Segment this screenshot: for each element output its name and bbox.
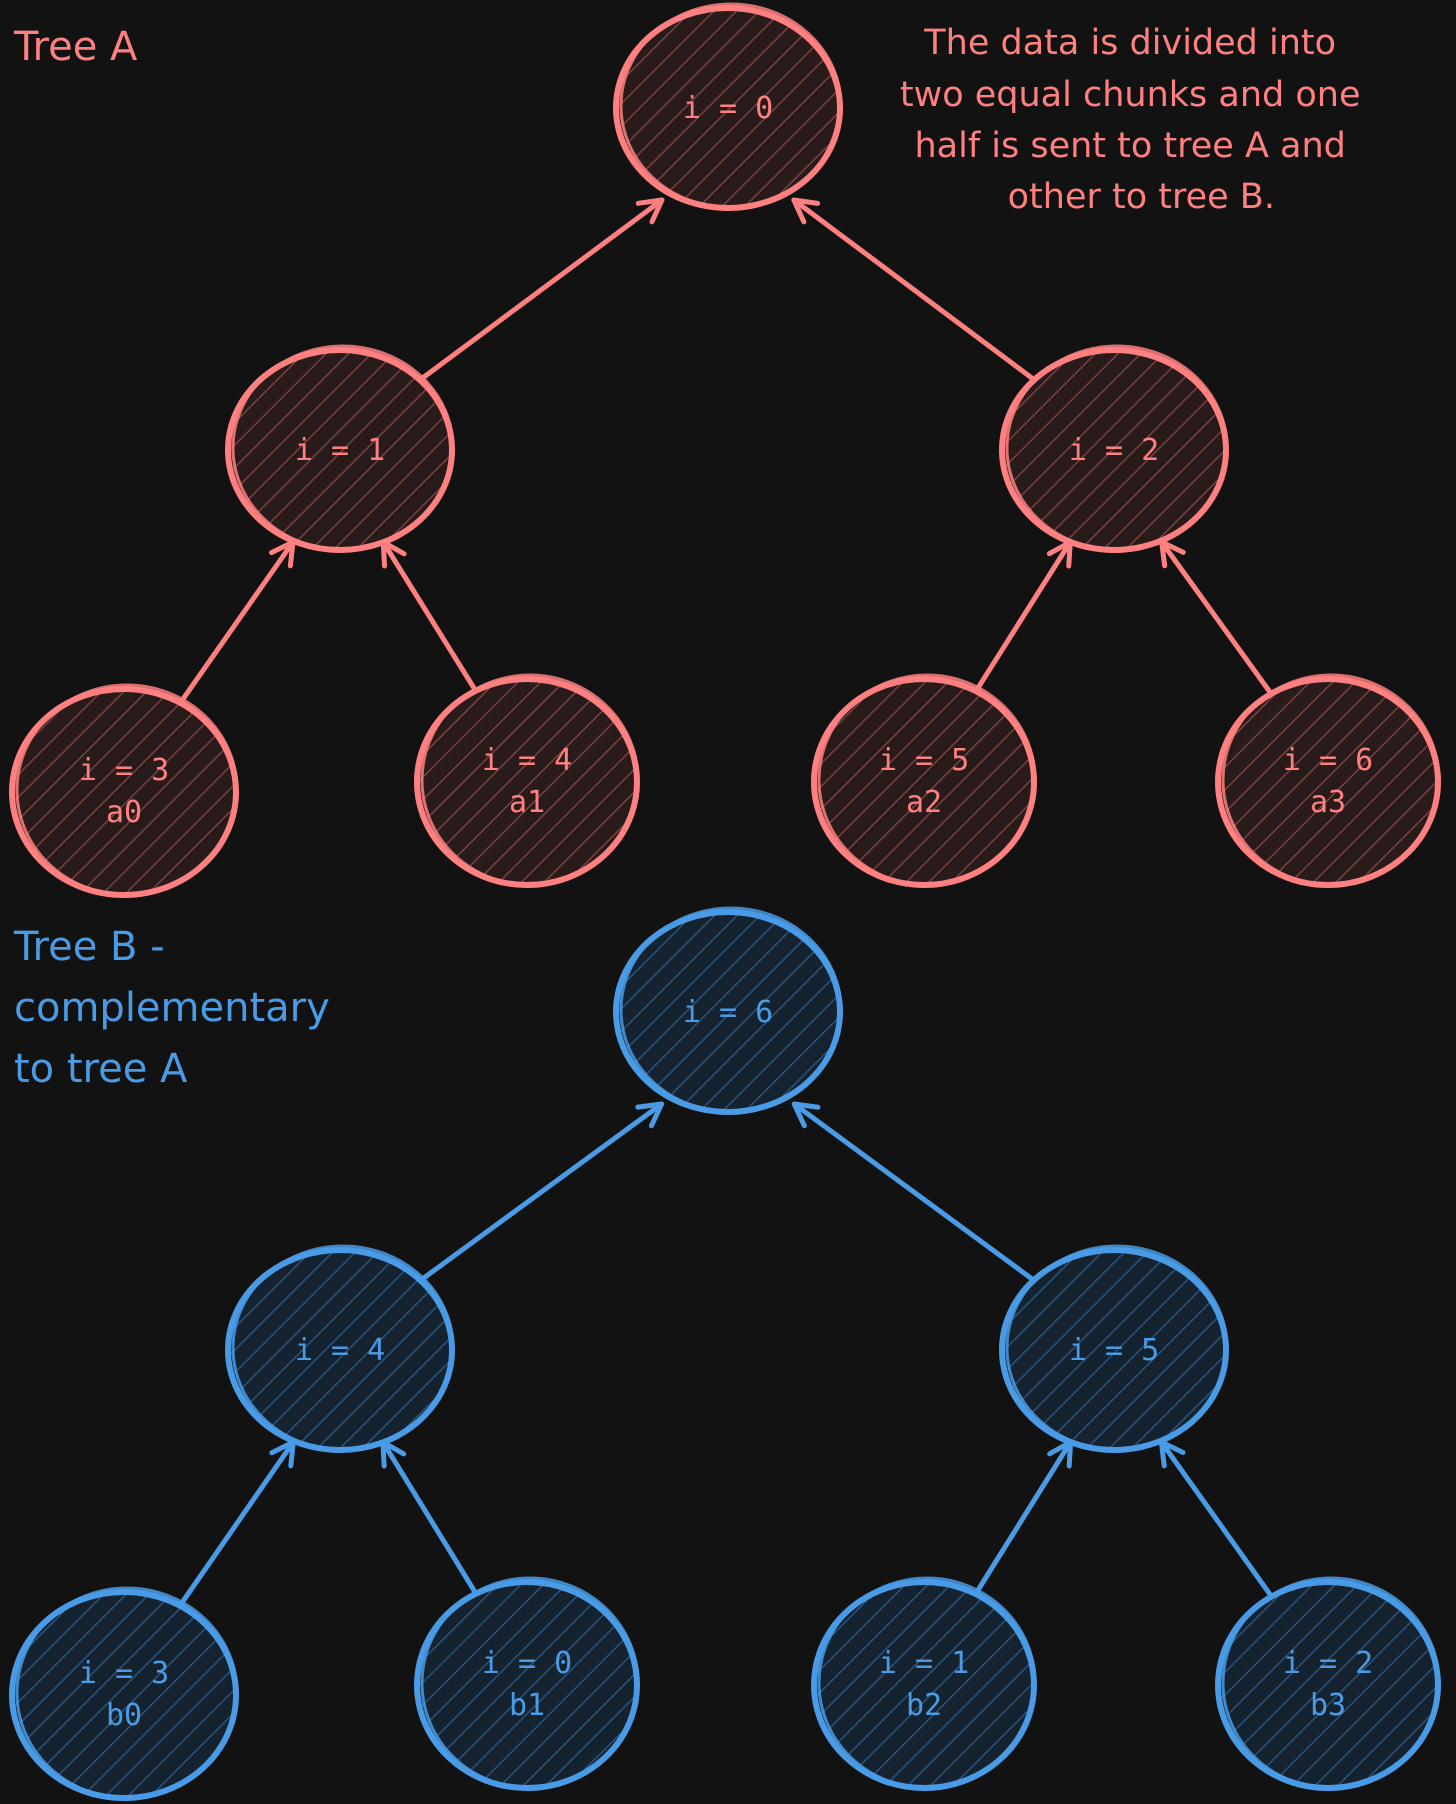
tree-b-node-leaf2-data: b1 bbox=[509, 1688, 545, 1723]
tree-a-title: Tree A bbox=[13, 24, 138, 70]
tree-b-node-leaf2-index: i = 0 bbox=[482, 1646, 572, 1681]
tree-a-node-leaf1: i = 3 a0 bbox=[9, 683, 239, 898]
tree-a-edge-right-to-root bbox=[791, 197, 1041, 385]
tree-b-node-leaf4-index: i = 2 bbox=[1283, 1646, 1373, 1681]
tree-a-note: The data is divided into two equal chunk… bbox=[0, 0, 1416, 217]
tree-b-node-leaf3-data: b2 bbox=[906, 1688, 942, 1723]
tree-b-edges bbox=[177, 1101, 1274, 1609]
tree-a-node-leaf1-index: i = 3 bbox=[79, 753, 169, 788]
tree-b-node-leaf4-data: b3 bbox=[1310, 1688, 1346, 1723]
tree-a-node-right-index: i = 2 bbox=[1069, 433, 1159, 468]
tree-b-node-left: i = 4 bbox=[225, 1244, 455, 1453]
tree-b-node-root: i = 6 bbox=[613, 906, 843, 1115]
tree-a-node-leaf3: i = 5 a2 bbox=[811, 673, 1037, 888]
tree-b-node-leaf4: i = 2 b3 bbox=[1215, 1576, 1441, 1791]
tree-b-node-right: i = 5 bbox=[999, 1244, 1229, 1453]
tree-b-edge-right-to-root bbox=[791, 1101, 1040, 1286]
tree-a-node-leaf2: i = 4 a1 bbox=[414, 673, 640, 888]
tree-b-node-leaf1: i = 3 b0 bbox=[9, 1586, 239, 1801]
tree-b-title-line-2: complementary bbox=[14, 985, 330, 1031]
tree-a-node-leaf4: i = 6 a3 bbox=[1215, 673, 1441, 888]
tree-b-title-line-3: to tree A bbox=[14, 1046, 188, 1092]
tree-b-node-leaf3-index: i = 1 bbox=[879, 1646, 969, 1681]
tree-b-node-leaf1-data: b0 bbox=[106, 1698, 142, 1733]
tree-a-node-left-index: i = 1 bbox=[295, 433, 385, 468]
tree-b-node-leaf2: i = 0 b1 bbox=[414, 1576, 640, 1791]
tree-b-title: Tree B - complementary to tree A bbox=[0, 0, 393, 1092]
tree-b-node-root-index: i = 6 bbox=[683, 995, 773, 1030]
tree-a-node-leaf3-data: a2 bbox=[906, 785, 942, 820]
tree-b-node-right-index: i = 5 bbox=[1069, 1333, 1159, 1368]
tree-b-title-line-1: Tree B - bbox=[13, 924, 165, 970]
tree-a-node-right: i = 2 bbox=[999, 344, 1229, 553]
tree-a-node-leaf4-data: a3 bbox=[1310, 785, 1346, 820]
tree-a-note-line-1: The data is divided into bbox=[923, 23, 1336, 63]
tree-a-node-root: i = 0 bbox=[613, 2, 843, 211]
tree-a-node-leaf2-data: a1 bbox=[509, 785, 545, 820]
tree-a-note-line-3: half is sent to tree A and bbox=[914, 126, 1345, 166]
tree-b-edge-left-to-root bbox=[414, 1101, 665, 1286]
tree-a-node-leaf1-data: a0 bbox=[106, 795, 142, 830]
tree-a-node-leaf3-index: i = 5 bbox=[879, 743, 969, 778]
tree-a-node-leaf4-index: i = 6 bbox=[1283, 743, 1373, 778]
tree-a-node-leaf2-index: i = 4 bbox=[482, 743, 572, 778]
tree-b-node-leaf3: i = 1 b2 bbox=[811, 1576, 1037, 1791]
tree-a-note-line-2: two equal chunks and one bbox=[900, 75, 1361, 115]
tree-a-edge-left-to-root bbox=[414, 197, 665, 386]
tree-a-note-line-4: other to tree B. bbox=[1008, 177, 1275, 217]
tree-b-node-left-index: i = 4 bbox=[295, 1333, 385, 1368]
tree-a-node-left: i = 1 bbox=[225, 344, 455, 553]
tree-a-node-root-index: i = 0 bbox=[683, 91, 773, 126]
tree-b-node-leaf1-index: i = 3 bbox=[79, 1656, 169, 1691]
